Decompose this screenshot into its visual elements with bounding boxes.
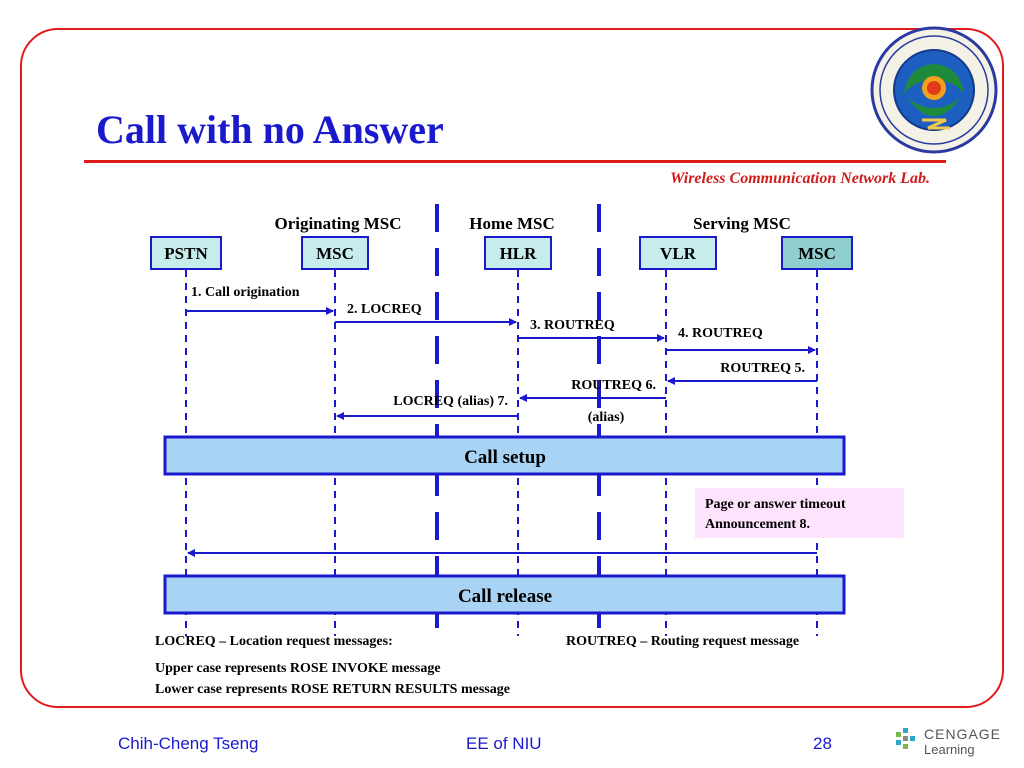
university-seal-logo (870, 26, 998, 154)
legend-locreq: LOCREQ – Location request messages: (155, 634, 393, 649)
message-6-alias-label: (alias) (588, 410, 625, 425)
entity-vlr-box (639, 236, 717, 270)
call-release-band (163, 574, 846, 615)
entity-msc-serving-box (781, 236, 853, 270)
timeout-note-line1: Page or answer timeout (705, 497, 846, 512)
entity-vlr-label: VLR (660, 244, 697, 263)
lab-name: Wireless Communication Network Lab. (670, 170, 930, 187)
slide-title: Call with no Answer (96, 107, 444, 152)
group-home-msc: Home MSC (469, 214, 554, 233)
legend-routreq: ROUTREQ – Routing request message (566, 634, 799, 649)
message-3-label: 3. ROUTREQ (530, 318, 615, 333)
group-originating-msc: Originating MSC (274, 214, 401, 233)
page-number: 28 (813, 734, 832, 753)
timeout-note-line2: Announcement 8. (705, 517, 810, 532)
message-1-label: 1. Call origination (191, 285, 300, 300)
svg-text:CENGAGE: CENGAGE (924, 726, 1001, 742)
entity-msc-originating-box (301, 236, 369, 270)
entity-pstn-label: PSTN (164, 244, 208, 263)
legend-upper-case: Upper case represents ROSE INVOKE messag… (155, 661, 441, 676)
entity-hlr-label: HLR (500, 244, 538, 263)
entity-pstn-box (150, 236, 222, 270)
message-5-label: ROUTREQ 5. (720, 361, 805, 376)
timeout-note-box (695, 488, 904, 538)
message-4-label: 4. ROUTREQ (678, 326, 763, 341)
message-6-label: ROUTREQ 6. (571, 378, 656, 393)
call-release-label: Call release (458, 586, 552, 607)
footer-course: EE of NIU (466, 734, 542, 753)
call-setup-band (163, 435, 846, 476)
message-7-label: LOCREQ (alias) 7. (393, 394, 508, 409)
call-setup-label: Call setup (464, 447, 546, 468)
entity-msc-originating-label: MSC (316, 244, 354, 263)
footer-author: Chih-Cheng Tseng (118, 734, 259, 753)
svg-text:Learning: Learning (924, 742, 975, 757)
entity-hlr-box (484, 236, 552, 270)
group-serving-msc: Serving MSC (693, 214, 791, 233)
title-underline (84, 160, 946, 163)
message-2-label: 2. LOCREQ (347, 302, 422, 317)
legend-lower-case: Lower case represents ROSE RETURN RESULT… (155, 682, 510, 697)
cengage-learning-logo: CENGAGE Learning (896, 726, 1001, 757)
entity-msc-serving-label: MSC (798, 244, 836, 263)
slide-frame (20, 28, 1004, 708)
